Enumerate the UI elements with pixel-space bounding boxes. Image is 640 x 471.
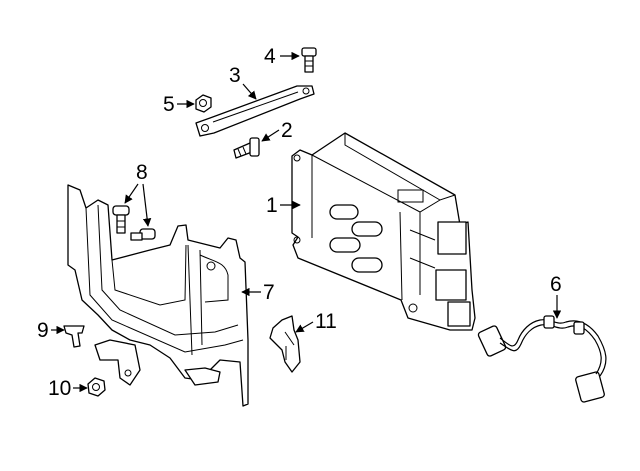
callout-5: 5 (163, 93, 195, 116)
svg-text:3: 3 (229, 64, 241, 87)
part-6-harness (477, 315, 607, 403)
part-4-bolt (301, 47, 317, 73)
part-11-bracket (269, 315, 301, 373)
callout-2: 2 (261, 119, 293, 142)
part-5-nut (195, 94, 212, 113)
svg-text:4: 4 (264, 45, 276, 68)
part-2-bolt (233, 137, 260, 159)
part-7-frame (67, 184, 249, 407)
svg-text:6: 6 (550, 273, 562, 296)
callout-9: 9 (37, 319, 65, 342)
callout-3: 3 (229, 64, 257, 100)
svg-text:2: 2 (281, 119, 293, 142)
part-3-bracket (195, 85, 315, 137)
part-9-clip (63, 325, 85, 348)
svg-text:11: 11 (315, 310, 337, 333)
callout-1: 1 (266, 194, 301, 217)
svg-text:5: 5 (163, 93, 175, 116)
svg-text:8: 8 (136, 161, 148, 184)
callout-11: 11 (295, 310, 337, 333)
part-1-module (291, 132, 476, 331)
svg-text:7: 7 (263, 281, 275, 304)
callout-8: 8 (124, 161, 152, 227)
svg-text:9: 9 (37, 319, 49, 342)
callout-10: 10 (48, 377, 88, 400)
part-10-nut (87, 377, 106, 397)
part-8-bolts (112, 205, 156, 241)
callout-6: 6 (550, 273, 562, 319)
callout-7: 7 (241, 281, 275, 304)
svg-text:10: 10 (48, 377, 71, 400)
callout-4: 4 (264, 45, 300, 68)
svg-text:1: 1 (266, 194, 278, 217)
